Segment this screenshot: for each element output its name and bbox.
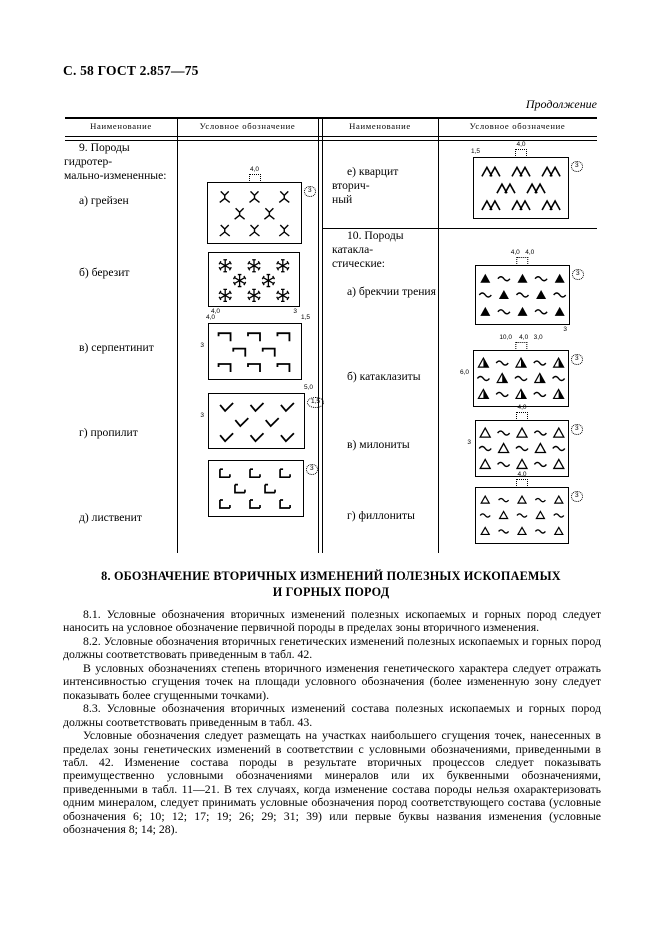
dimension-label-top: 4,0	[515, 141, 527, 158]
body-text: 8.1. Условные обозначения вторичных изме…	[63, 607, 601, 837]
dimension-label-right: 1,5	[307, 397, 325, 408]
dimension-label-right: 3	[572, 269, 584, 280]
dimension-label-top: 4,0	[516, 471, 528, 488]
greisen-label: а) грейзен	[79, 194, 129, 207]
dimension-label-topRight: 5,0	[303, 383, 313, 391]
mylonite-pattern-icon	[478, 426, 566, 470]
col-header-name-left: Наименование	[90, 121, 152, 131]
mylonite-symbol-box: 4,0 3 3	[467, 404, 583, 477]
dimension-label-right: 3	[306, 464, 318, 475]
page-header: С. 58 ГОСТ 2.857—75	[63, 63, 199, 78]
dimension-label-bottomRight: 3	[293, 308, 297, 315]
col-header-symbol-right: Условное обозначение	[469, 121, 566, 131]
column-divider-center-a	[318, 118, 319, 553]
cataclasite-label: б) катаклазиты	[347, 370, 421, 383]
table-header-rule-2	[65, 139, 597, 141]
dimension-label-bottomRight: 3	[563, 326, 567, 333]
phyllonite-pattern-icon	[479, 494, 565, 536]
listvenite-label: д) лиственит	[79, 511, 142, 524]
cataclasite-symbol-box: 10,0 4,0 3,0 6,0 3	[460, 334, 583, 407]
table-top-rule	[65, 117, 597, 119]
dimension-label-top: 4,0	[248, 166, 261, 183]
cataclasite-pattern-icon	[476, 356, 566, 400]
quartzite-label: е) кварцит вторич- ный	[332, 165, 399, 206]
dimension-label-top: 10,0 4,0 3,0	[499, 334, 543, 351]
dimension-label-right: 3	[571, 424, 583, 435]
breccia-pattern-icon	[478, 273, 567, 316]
listvenite-pattern-icon	[219, 468, 291, 509]
serpentinite-symbol-box: 4,0 3 1,5	[200, 314, 310, 380]
group-9-label: 9. Породы гидротер- мально-измененные:	[64, 141, 167, 182]
col-header-name-right: Наименование	[349, 121, 411, 131]
continuation-label: Продолжение	[525, 97, 597, 111]
section-heading: 8. ОБОЗНАЧЕНИЕ ВТОРИЧНЫХ ИЗМЕНЕНИЙ ПОЛЕЗ…	[101, 569, 561, 599]
column-divider-2	[438, 118, 439, 553]
column-divider-1	[177, 118, 178, 553]
quartzite-symbol-box: 1,5 4,0 3	[471, 141, 583, 219]
paragraph-8-1: 8.1. Условные обозначения вторичных изме…	[63, 607, 601, 635]
dimension-label-right: 3	[304, 186, 316, 197]
breccia-symbol-box: 4,0 4,0 3 3	[475, 249, 584, 333]
dimension-label-left: 3	[200, 342, 204, 350]
paragraph-8-3: 8.3. Условные обозначения вторичных изме…	[63, 701, 601, 729]
dimension-label-top: 4,0	[516, 404, 528, 421]
dimension-label-right: 3	[571, 161, 583, 172]
phyllonite-label: г) филлониты	[347, 509, 415, 522]
berezit-pattern-icon	[218, 259, 290, 303]
dimension-label-left: 3	[200, 411, 204, 419]
serpentinite-pattern-icon	[217, 332, 291, 372]
dimension-label-bottomLeft: 4,0	[211, 308, 221, 315]
serpentinite-label: в) серпентинит	[79, 341, 154, 354]
dimension-label-left: 3	[467, 439, 471, 447]
column-divider-center-b	[322, 118, 323, 553]
mylonite-label: в) милониты	[347, 438, 410, 451]
dimension-label-right: 3	[571, 491, 583, 502]
group-10-label: 10. Породы катакла- стические:	[332, 229, 404, 270]
paragraph-final: Условные обозначения следует размещать н…	[63, 728, 601, 837]
dimension-label-left: 6,0	[459, 369, 469, 377]
paragraph-8-2: 8.2. Условные обозначения вторичных гене…	[63, 633, 601, 662]
dimension-label-topLeft: 1,5	[471, 147, 481, 155]
breccia-label: а) брекчии трения	[347, 285, 436, 298]
table-row-separator	[322, 228, 597, 229]
table-header-rule-1	[65, 136, 597, 137]
greisen-pattern-icon	[219, 190, 290, 237]
propylite-label: г) пропилит	[79, 426, 138, 439]
propylite-symbol-box: 3 5,0 1,5	[200, 384, 325, 449]
listvenite-symbol-box: 3	[208, 460, 318, 517]
dimension-label-topRight: 1,5	[300, 313, 310, 321]
col-header-symbol-left: Условное обозначение	[199, 121, 296, 131]
propylite-pattern-icon	[219, 402, 295, 443]
paragraph-dots: В условных обозначениях степень вторично…	[63, 660, 601, 702]
berezit-label: б) березит	[79, 266, 130, 279]
dimension-label-top: 4,0 4,0	[511, 249, 534, 266]
dimension-label-topLeft: 4,0	[206, 313, 216, 321]
dimension-label-right: 3	[571, 354, 583, 365]
quartzite-pattern-icon	[481, 165, 561, 211]
